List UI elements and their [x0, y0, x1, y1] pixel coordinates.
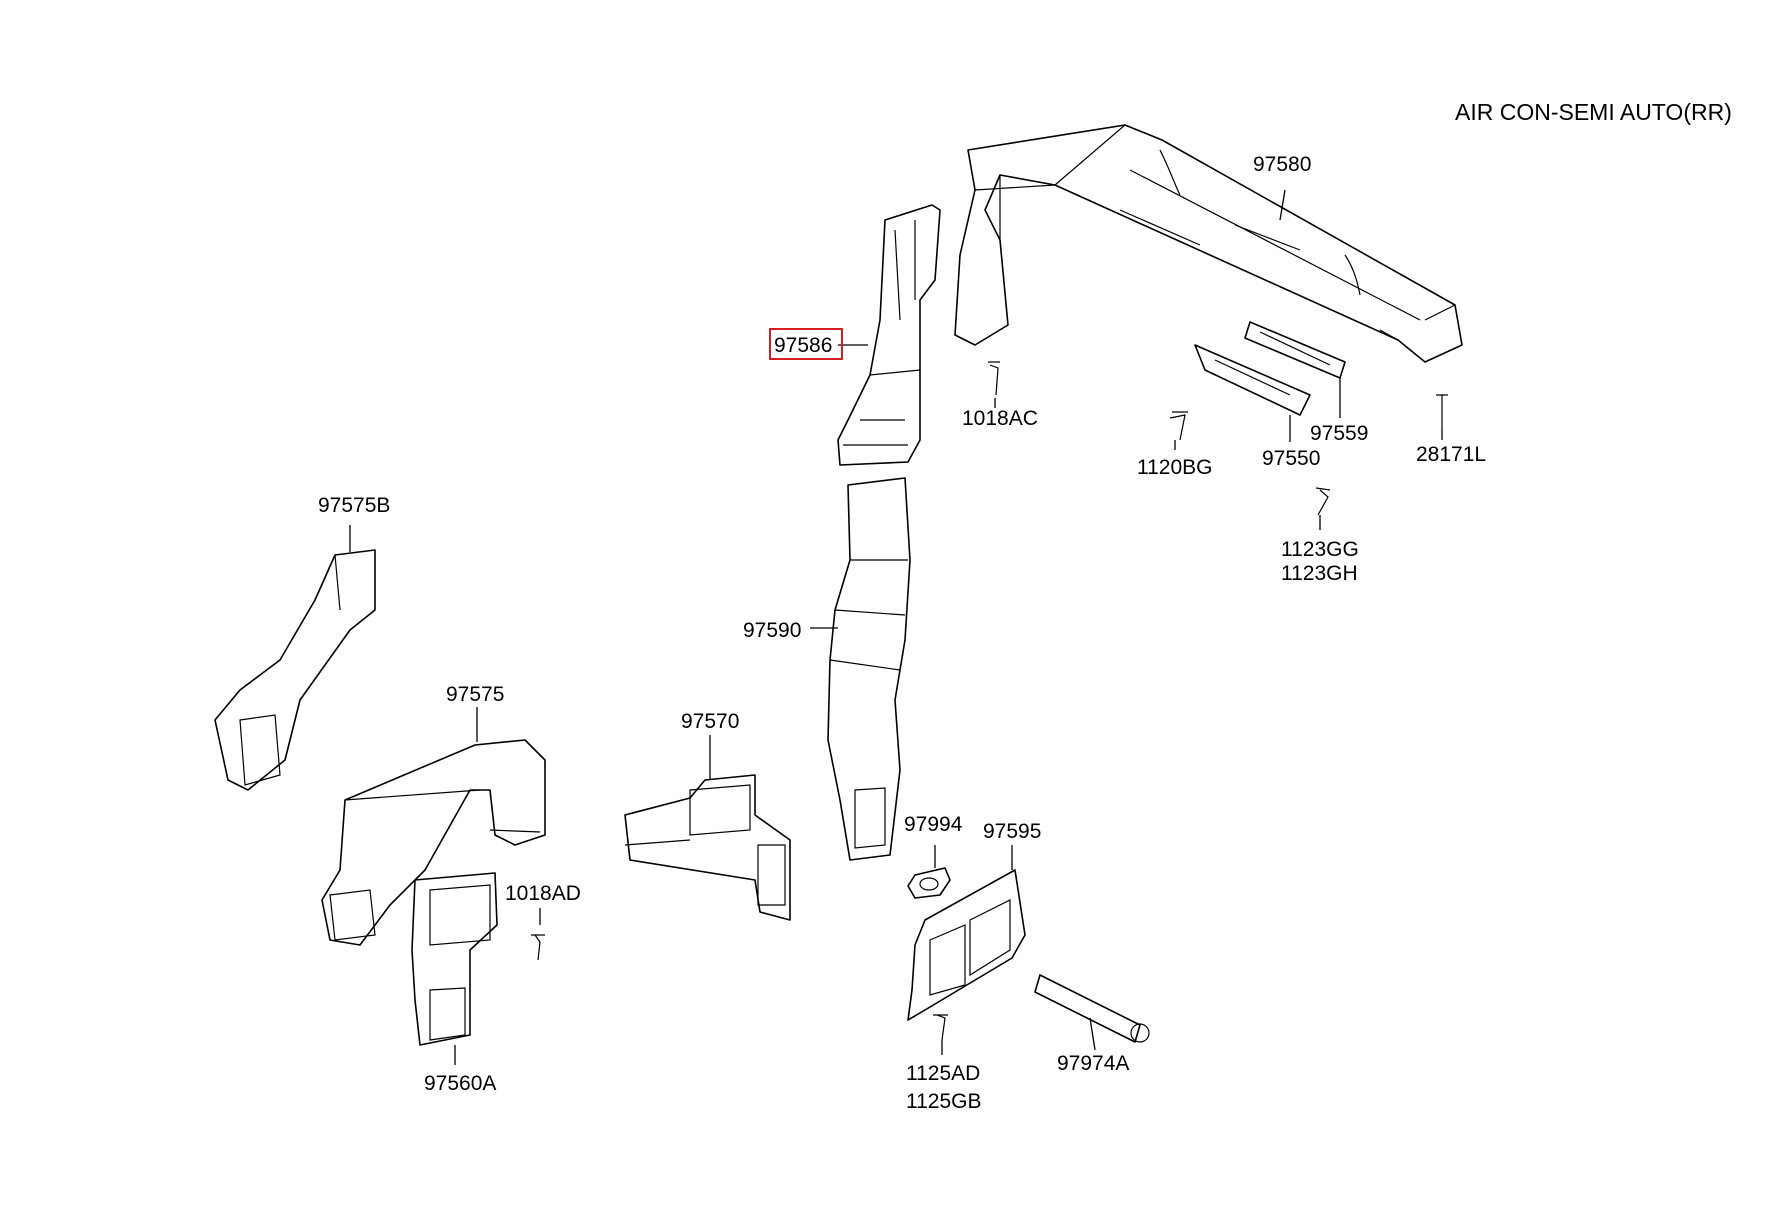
label-97550[interactable]: 97550 — [1262, 447, 1320, 470]
label-1123GG[interactable]: 1123GG — [1281, 538, 1359, 561]
grommet-97994 — [907, 867, 951, 899]
screw-28171L — [1436, 394, 1448, 430]
label-28171L[interactable]: 28171L — [1416, 443, 1486, 466]
duct-97575 — [321, 739, 546, 946]
label-97595[interactable]: 97595 — [983, 820, 1041, 843]
label-97586[interactable]: 97586 — [774, 334, 832, 357]
duct-97586 — [837, 204, 941, 466]
label-1125GB[interactable]: 1125GB — [906, 1090, 982, 1113]
duct-97575B — [214, 549, 376, 791]
label-97994[interactable]: 97994 — [904, 813, 963, 836]
plate-97595 — [907, 869, 1026, 1021]
label-97580[interactable]: 97580 — [1253, 153, 1311, 176]
label-97590[interactable]: 97590 — [743, 619, 801, 642]
duct-97580 — [954, 124, 1463, 363]
screw-1120BG — [1169, 411, 1188, 441]
label-1123GH[interactable]: 1123GH — [1281, 562, 1358, 585]
vent-97559 — [1244, 321, 1346, 379]
screw-1125AD — [933, 1014, 948, 1041]
label-1125AD[interactable]: 1125AD — [906, 1062, 980, 1085]
duct-97560A — [411, 872, 498, 1046]
label-1018AD[interactable]: 1018AD — [505, 882, 581, 905]
duct-97590 — [827, 477, 911, 861]
screw-1018AC — [988, 361, 1000, 396]
diagram-title: AIR CON-SEMI AUTO(RR) — [1455, 99, 1732, 125]
leader-lines — [349, 189, 1443, 1065]
screw-1123GG — [1315, 487, 1331, 516]
label-97575[interactable]: 97575 — [446, 683, 504, 706]
label-97570[interactable]: 97570 — [681, 710, 739, 733]
duct-97570 — [624, 774, 791, 921]
label-97560A[interactable]: 97560A — [424, 1072, 496, 1095]
label-97559[interactable]: 97559 — [1310, 422, 1368, 445]
label-1018AC[interactable]: 1018AC — [962, 407, 1038, 430]
label-1120BG[interactable]: 1120BG — [1137, 456, 1213, 479]
screw-1018AD — [531, 934, 545, 961]
vent-97550 — [1194, 344, 1311, 416]
rod-97974A — [1034, 974, 1150, 1043]
label-97575B[interactable]: 97575B — [318, 494, 390, 517]
highlight-box-97586 — [769, 328, 843, 360]
label-97974A[interactable]: 97974A — [1057, 1052, 1129, 1075]
